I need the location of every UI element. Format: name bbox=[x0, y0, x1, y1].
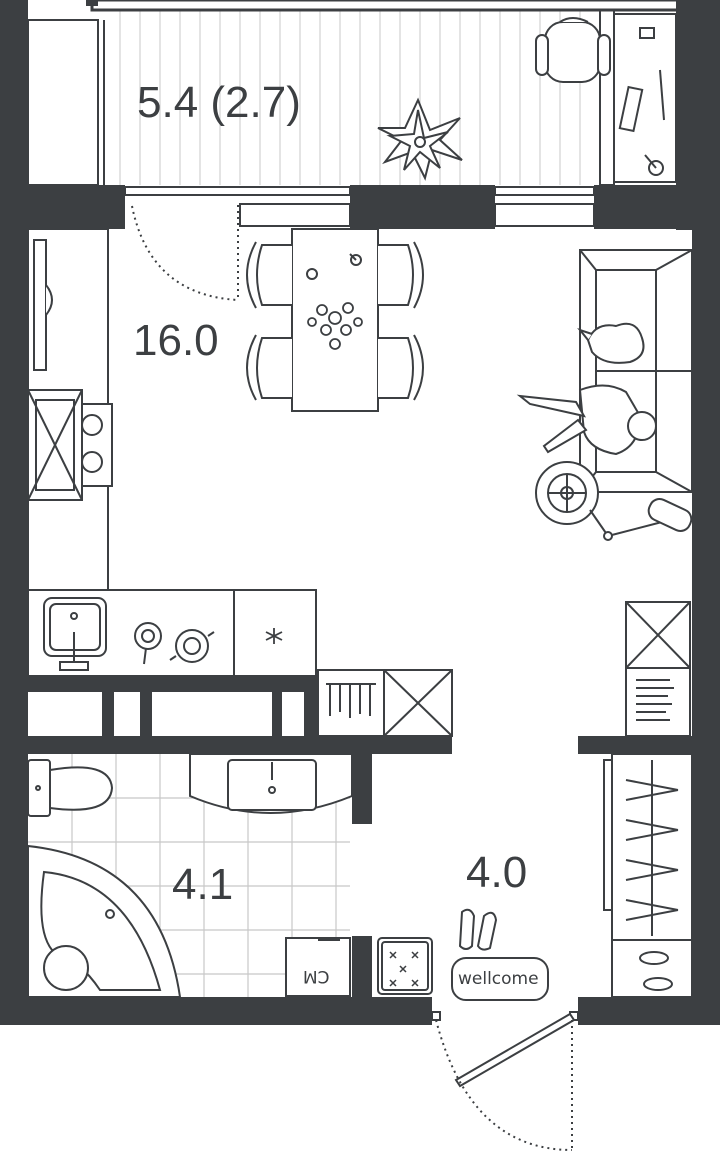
round-table-icon bbox=[535, 461, 599, 525]
office-chair-icon bbox=[535, 17, 611, 83]
wardrobe bbox=[625, 601, 691, 737]
slippers-icon bbox=[458, 908, 498, 951]
tv-icon bbox=[33, 239, 53, 371]
kitchen-cabinet bbox=[317, 669, 453, 737]
sofa-icon bbox=[579, 249, 693, 493]
room-area-living: 16.0 bbox=[133, 316, 219, 365]
floor-lamp-icon bbox=[589, 498, 693, 541]
bathroom-sink-icon bbox=[189, 753, 353, 814]
snowflake-icon bbox=[265, 628, 283, 644]
shoe-mat-icon bbox=[377, 937, 433, 995]
room-area-balcony: 5.4 (2.7) bbox=[137, 78, 301, 127]
toilet-icon bbox=[27, 759, 114, 817]
washing-machine-label: CM bbox=[303, 966, 330, 986]
closet-hangers bbox=[603, 753, 693, 941]
walls bbox=[0, 0, 720, 1025]
kitchen-sink-icon bbox=[43, 597, 107, 671]
balcony-floor bbox=[119, 10, 581, 185]
room-area-bathroom: 4.1 bbox=[172, 860, 234, 909]
washing-machine-icon bbox=[285, 937, 351, 997]
flower-vase-icon bbox=[307, 302, 363, 350]
dining-chair-icon bbox=[246, 241, 424, 401]
pan-icon bbox=[134, 622, 215, 665]
balcony-door bbox=[131, 205, 239, 301]
stove-icon bbox=[27, 389, 113, 501]
shoes-icon bbox=[611, 939, 693, 998]
welcome-mat-label: wellcome bbox=[458, 969, 539, 989]
entrance-door bbox=[431, 1011, 579, 1151]
cup-icon bbox=[306, 253, 362, 280]
welcome-mat bbox=[451, 957, 549, 1001]
person-icon bbox=[516, 384, 657, 456]
plant-icon bbox=[377, 97, 463, 181]
dining-table bbox=[291, 228, 379, 412]
room-area-hall: 4.0 bbox=[466, 848, 528, 897]
desk-icon bbox=[613, 13, 677, 183]
cat-icon bbox=[577, 322, 645, 364]
bathtub-icon bbox=[27, 844, 182, 998]
